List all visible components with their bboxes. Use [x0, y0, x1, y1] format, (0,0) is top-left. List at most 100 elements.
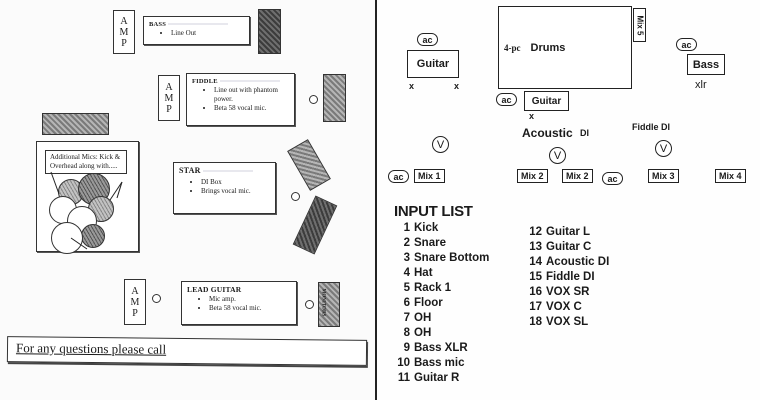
input-number: 1 — [403, 222, 410, 234]
input-number: 10 — [397, 357, 410, 369]
input-number: 6 — [403, 297, 410, 309]
star-mic-icon — [291, 192, 300, 201]
star-item: DI Box — [201, 178, 270, 187]
input-number: 8 — [403, 327, 410, 339]
input-name: OH — [414, 312, 432, 324]
bass-ac-icon: ac — [676, 38, 697, 51]
input-name: Snare — [414, 237, 446, 249]
input-name: VOX SR — [546, 286, 590, 298]
input-name: VOX SL — [546, 316, 589, 328]
guitar-center-x-mark: x — [529, 111, 535, 121]
contact-bar: For any questions please call — [6, 336, 368, 366]
fiddle-box: FIDDLE Line out with phantom power. Beta… — [186, 73, 295, 126]
amp-letter: M — [119, 26, 129, 38]
input-name: Fiddle DI — [546, 271, 595, 283]
input-number: 2 — [403, 237, 410, 249]
amp-letter: M — [164, 92, 174, 104]
mix5-label: Mix 5 — [635, 14, 645, 36]
fiddle-item: Beta 58 vocal mic. — [214, 104, 289, 113]
star-monitor-right — [292, 195, 338, 255]
guitar-left-x-mark: x — [409, 81, 415, 91]
amp-letter: P — [166, 103, 172, 115]
input-name: Snare Bottom — [414, 252, 490, 264]
panel-divider — [375, 0, 377, 400]
fiddle-amp: A M P — [158, 75, 180, 121]
lead-guitar-title: LEAD GUITAR — [187, 285, 242, 294]
fiddle-monitor — [323, 74, 346, 122]
input-list-item: 15 Fiddle DI — [526, 270, 609, 285]
input-number: 14 — [529, 256, 542, 268]
acoustic-di-label: DI — [580, 128, 589, 138]
input-number: 12 — [529, 226, 542, 238]
input-list-item: 1 Kick — [396, 221, 489, 236]
amp-letter: P — [121, 37, 127, 49]
lead-guitar-amp: A M P — [124, 279, 146, 325]
lead-guitar-box: LEAD GUITAR Mic amp. Beta 58 vocal mic. — [181, 281, 297, 325]
drum-monitor — [42, 113, 109, 135]
input-name: Bass mic — [414, 357, 465, 369]
input-name: Bass XLR — [414, 342, 468, 354]
input-number: 13 — [529, 241, 542, 253]
input-number: 3 — [403, 252, 410, 264]
mix2-ac-icon: ac — [602, 172, 623, 185]
input-number: 9 — [403, 342, 410, 354]
input-list-item: 6 Floor — [396, 296, 489, 311]
monitor-label: MONITORS — [320, 288, 326, 317]
mix1-ac-icon: ac — [388, 170, 409, 183]
input-number: 7 — [403, 312, 410, 324]
input-number: 17 — [529, 301, 542, 313]
mix1-box: Mix 1 — [414, 169, 445, 183]
lead-guitar-item: Mic amp. — [209, 295, 291, 304]
lead-guitar-mic-icon — [305, 300, 314, 309]
guitar-left-box: Guitar — [407, 50, 459, 78]
drums-box: 4-pc Drums — [498, 6, 632, 89]
bass-label: Bass — [692, 58, 720, 71]
bass-item: Line Out — [171, 29, 244, 38]
input-list-item: 17 VOX C — [526, 300, 609, 315]
input-list-item: 10 Bass mic — [396, 356, 489, 371]
bass-title: BASS — [149, 21, 167, 28]
mix5-box: Mix 5 — [633, 8, 646, 42]
input-name: Rack 1 — [414, 282, 452, 294]
acoustic-label: Acoustic — [522, 126, 573, 140]
input-list-item: 9 Bass XLR — [396, 341, 489, 356]
drum-floor-tom — [81, 224, 105, 248]
input-name: OH — [414, 327, 432, 339]
bass-box: Bass — [687, 54, 725, 75]
input-name: Floor — [414, 297, 443, 309]
mix3-box: Mix 3 — [648, 169, 679, 183]
drum-note: Additional Mics: Kick & Overhead along w… — [45, 150, 127, 174]
fiddle-di-label: Fiddle DI — [632, 122, 670, 132]
bass-xlr-label: xlr — [695, 79, 707, 91]
guitar-left-x-mark: x — [454, 81, 460, 91]
mix4-box: Mix 4 — [715, 169, 746, 183]
guitar-left-label: Guitar — [416, 58, 450, 70]
input-number: 15 — [529, 271, 542, 283]
guitar-center-label: Guitar — [531, 95, 562, 107]
drum-kit-area: Additional Mics: Kick & Overhead along w… — [36, 141, 139, 254]
bass-amp: A M P — [113, 10, 135, 54]
amp-letter: P — [132, 307, 138, 319]
lead-guitar-monitor: MONITORS — [318, 282, 340, 327]
amp-letter: A — [165, 81, 173, 93]
input-name: Kick — [414, 222, 439, 234]
mix2-box: Mix 2 — [517, 169, 548, 183]
mix2-second-box: Mix 2 — [562, 169, 593, 183]
input-list-item: 3 Snare Bottom — [396, 251, 490, 266]
bass-box: BASS Line Out — [143, 16, 250, 45]
input-list-item: 7 OH — [396, 311, 489, 326]
input-list-item: 8 OH — [396, 326, 489, 341]
input-name: VOX C — [546, 301, 582, 313]
vocal-mic-right-icon: V — [655, 140, 672, 157]
star-title: STAR — [179, 166, 201, 175]
drums-label: Drums — [530, 41, 566, 54]
vocal-mic-left-icon: V — [432, 136, 449, 153]
guitar-left-ac-icon: ac — [417, 33, 438, 46]
